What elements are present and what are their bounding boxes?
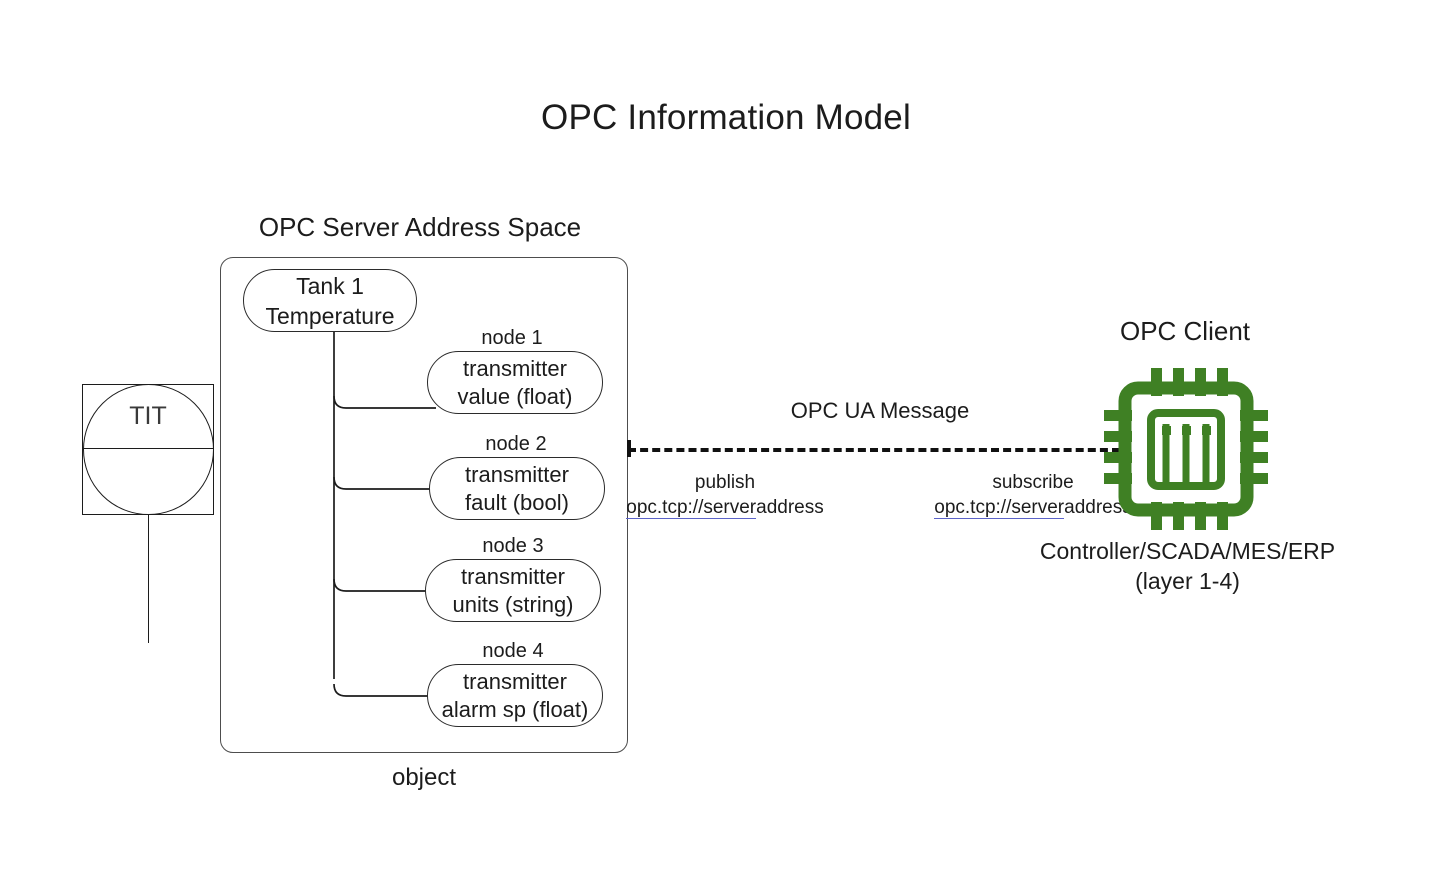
client-sublabel-line1: Controller/SCADA/MES/ERP (1039, 538, 1336, 564)
node-2-line1: transmitter (465, 461, 569, 487)
node-4-line1: transmitter (463, 668, 567, 694)
node-pill-2[interactable]: transmitter fault (bool) (429, 457, 605, 520)
subscribe-verb-label: subscribe (992, 472, 1074, 493)
publish-url-linked-part[interactable]: opc.tcp://server (626, 497, 757, 519)
subscribe-endpoint: subscribe opc.tcp://serveraddress (893, 472, 1173, 519)
node-caption-4: node 4 (482, 640, 544, 662)
cpu-chip-icon (1104, 368, 1268, 530)
object-label: object (391, 764, 457, 791)
node-1-line2: value (float) (457, 383, 573, 409)
node-pill-4[interactable]: transmitter alarm sp (float) (427, 664, 603, 727)
subscribe-url-linked-part[interactable]: opc.tcp://server (934, 497, 1065, 519)
node-pill-1[interactable]: transmitter value (float) (427, 351, 603, 414)
instrument-divider-line (82, 448, 214, 449)
instrument-tag-label: TIT (129, 402, 167, 430)
opc-ua-message-dashed-line (628, 448, 1120, 452)
opc-client-label: OPC Client (1119, 316, 1251, 346)
publish-verb-label: publish (694, 472, 756, 493)
page-title: OPC Information Model (541, 98, 911, 137)
opc-ua-message-label: OPC UA Message (790, 398, 970, 423)
publish-url-plain-part: address (756, 497, 824, 518)
opc-client-sublabel: Controller/SCADA/MES/ERP (layer 1-4) (975, 536, 1400, 596)
node-caption-1: node 1 (481, 327, 543, 349)
address-space-container (220, 257, 628, 753)
node-3-line1: transmitter (461, 563, 565, 589)
client-sublabel-line2: (layer 1-4) (1135, 568, 1240, 594)
node-pill-3[interactable]: transmitter units (string) (425, 559, 601, 622)
node-pill-root[interactable]: Tank 1 Temperature (243, 269, 417, 332)
node-3-line2: units (string) (452, 591, 574, 617)
root-node-line1: Tank 1 (296, 272, 364, 299)
node-4-line2: alarm sp (float) (441, 696, 589, 722)
node-1-line1: transmitter (463, 355, 567, 381)
node-2-line2: fault (bool) (465, 489, 569, 515)
publish-url[interactable]: opc.tcp://serveraddress (585, 497, 865, 519)
subscribe-url-plain-part: address (1064, 497, 1132, 518)
instrument-stem-line (148, 515, 149, 643)
root-node-line2: Temperature (265, 302, 395, 329)
server-address-space-label: OPC Server Address Space (258, 212, 582, 242)
node-caption-3: node 3 (482, 535, 544, 557)
instrument-circle-icon (83, 384, 214, 515)
node-caption-2: node 2 (485, 433, 547, 455)
publish-endpoint: publish opc.tcp://serveraddress (585, 472, 865, 519)
subscribe-url[interactable]: opc.tcp://serveraddress (893, 497, 1173, 519)
